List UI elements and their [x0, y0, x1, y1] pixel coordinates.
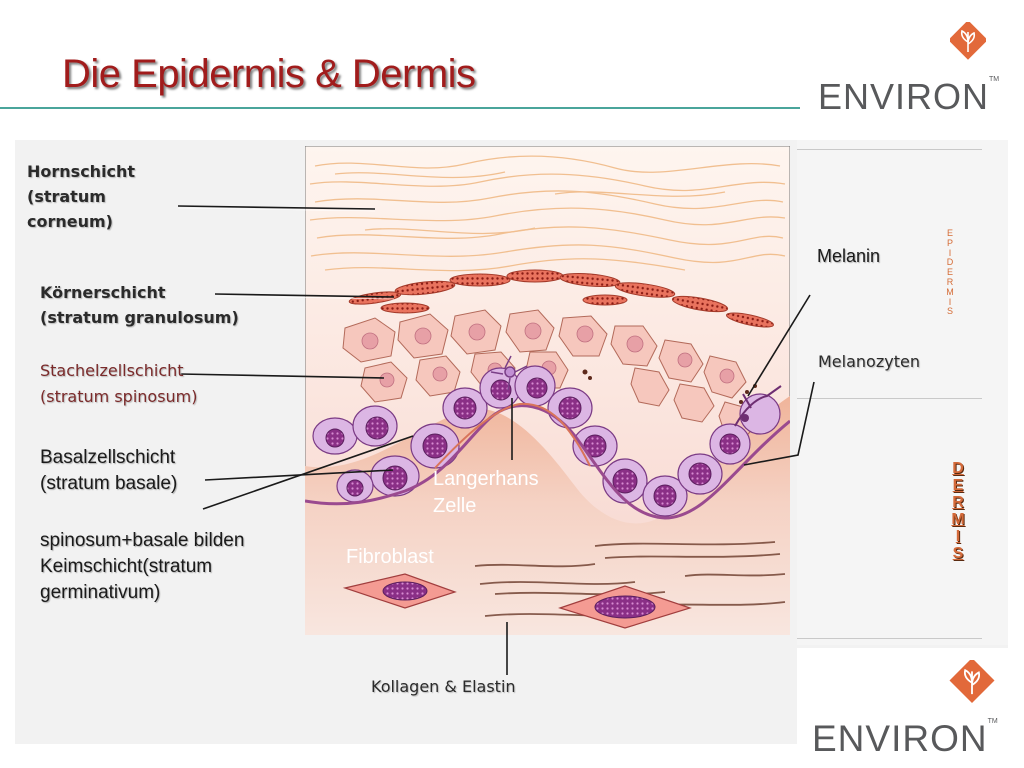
title-underline — [0, 107, 800, 109]
fibroblast-cells — [342, 573, 692, 629]
label-stachelzellschicht: Stachelzellschicht (stratum spinosum) — [40, 361, 198, 406]
environ-leaf-icon — [950, 22, 986, 60]
skin-cross-section — [304, 145, 791, 636]
dermis-bottom-divider — [797, 638, 982, 639]
label-keimschicht: spinosum+basale bilden Keimschicht(strat… — [40, 530, 245, 603]
label-melanozyten: Melanozyten — [818, 352, 920, 371]
environ-leaf-icon — [949, 660, 995, 703]
brand-name-top: ENVIRON — [818, 76, 990, 117]
right-side-panel — [797, 140, 1008, 645]
skin-illustration — [304, 145, 791, 636]
epidermis-vertical-label: E P I D E R M I S — [946, 228, 954, 317]
label-basalzellschicht: Basalzellschicht (stratum basale) — [40, 447, 178, 494]
epidermis-top-divider — [797, 149, 982, 150]
langerhans-cell — [490, 355, 528, 391]
epidermis-dermis-divider — [797, 398, 982, 399]
brand-name-bottom: ENVIRON — [812, 718, 988, 759]
label-kollagen: Kollagen & Elastin — [371, 677, 516, 696]
slide-title: Die Epidermis & Dermis — [62, 52, 476, 96]
label-fibroblast: Fibroblast — [346, 546, 434, 568]
stratum-corneum-fibers — [309, 155, 786, 272]
label-koernerschicht: Körnerschicht (stratum granulosum) — [40, 283, 239, 327]
dermis-vertical-label: D E R M I S — [951, 460, 965, 562]
environ-logo-bottom: ENVIRONTM — [812, 660, 1002, 760]
label-langerhans: Langerhans Zelle — [433, 468, 539, 517]
brand-tm-top: TM — [989, 76, 1000, 83]
environ-logo-top: ENVIRONTM — [818, 22, 1000, 117]
brand-tm-bottom: TM — [987, 718, 998, 725]
label-melanin: Melanin — [817, 246, 881, 266]
dermal-papilla-edge — [434, 402, 591, 469]
label-hornschicht: Hornschicht (stratum corneum) — [27, 162, 136, 231]
